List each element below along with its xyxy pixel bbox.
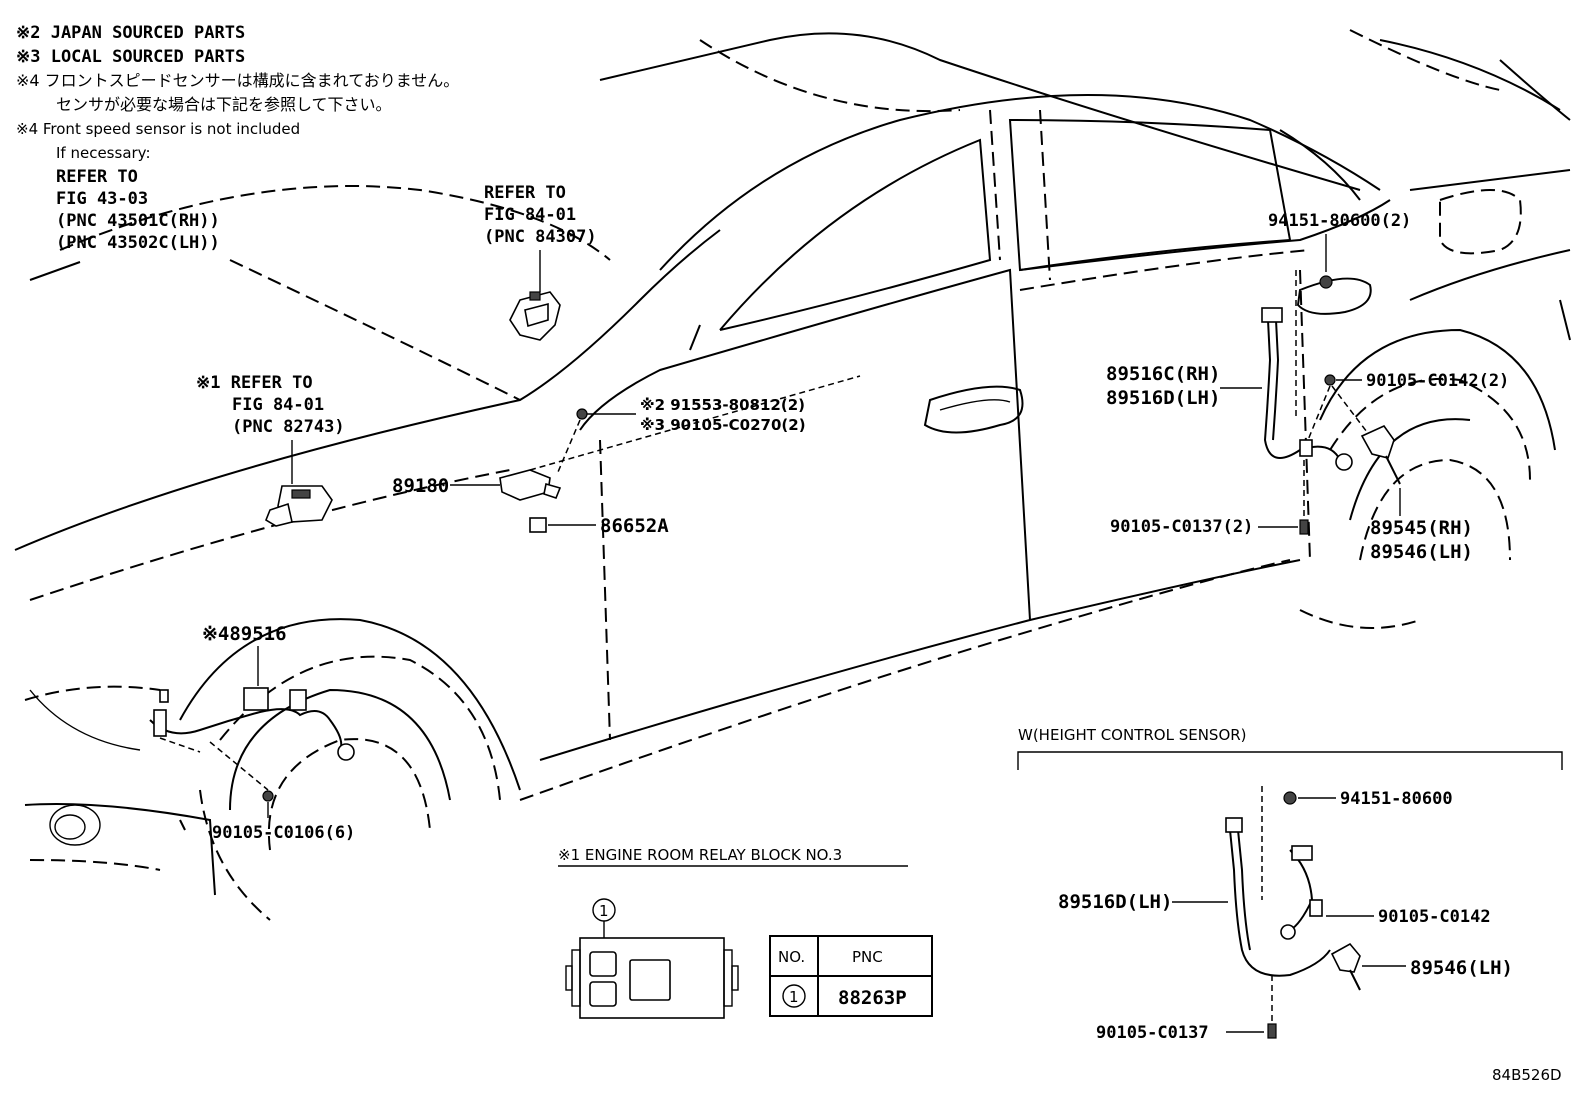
note-speed-sensor-en-2: If necessary:: [56, 144, 151, 162]
bolt-90105-c0142[interactable]: [1324, 374, 1336, 386]
refer-82743-callout: ※1 REFER TO FIG 84-01 (PNC 82743): [196, 373, 345, 527]
label-height-94151: 94151-80600: [1340, 789, 1453, 809]
refer-84307-line1: REFER TO: [484, 183, 566, 203]
bolt-90105-c0106[interactable]: [262, 790, 274, 802]
label-height-89546: 89546(LH): [1410, 957, 1513, 979]
bolt-90105-c0137[interactable]: [1299, 519, 1309, 535]
note-speed-sensor-jp-1: ※4 フロントスピードセンサーは構成に含まれておりません。: [16, 71, 459, 90]
note-refer-to: REFER TO: [56, 167, 138, 187]
height-control-detail: W(HEIGHT CONTROL SENSOR) 94151-80600 895…: [1017, 726, 1563, 1043]
front-sensor-harness[interactable]: [149, 687, 355, 761]
label-90105-c0270: ※3 90105-C0270(2): [640, 416, 806, 434]
height-sensor-harness[interactable]: [1225, 817, 1331, 977]
rear-sensor-group: 94151-80600(2) 90105-C0142(2) 89516C(RH)…: [1106, 211, 1509, 563]
label-90105-c0142-2: 90105-C0142(2): [1366, 371, 1509, 391]
label-90105-c0137-2: 90105-C0137(2): [1110, 517, 1253, 537]
table-row-no: 1: [789, 988, 799, 1006]
part-86652a[interactable]: [529, 517, 547, 533]
label-86652a: 86652A: [600, 515, 669, 537]
label-89545: 89545(RH): [1370, 517, 1473, 539]
note-speed-sensor-jp-2: センサが必要な場合は下記を参照して下さい。: [56, 95, 392, 114]
relay-slot-1[interactable]: [589, 951, 617, 977]
refer-82743-line3: (PNC 82743): [232, 417, 345, 437]
front-sensor-group: ※489516 90105-C0106(6): [149, 623, 355, 843]
part-89180[interactable]: [499, 469, 562, 501]
nut-94151-height[interactable]: [1283, 791, 1297, 805]
label-89516d: 89516D(LH): [1106, 387, 1220, 409]
table-header-no: NO.: [778, 948, 805, 966]
relay-pnc-table: NO. PNC 1 88263P: [769, 935, 933, 1017]
label-89180: 89180: [392, 475, 449, 497]
refer-82743-line1: ※1 REFER TO: [196, 373, 313, 393]
note-refer-fig: FIG 43-03: [56, 189, 148, 209]
height-speed-sensor[interactable]: [1330, 942, 1361, 991]
car-body-outline: [14, 29, 1571, 921]
label-89516: ※489516: [202, 623, 287, 645]
sensor-84307-part[interactable]: [509, 291, 561, 341]
label-90105-c0106: 90105-C0106(6): [212, 823, 355, 843]
height-control-title: W(HEIGHT CONTROL SENSOR): [1018, 726, 1247, 744]
refer-84307-line2: FIG 84-01: [484, 205, 576, 225]
bolt-91553[interactable]: [576, 408, 588, 420]
note-japan-sourced: ※2 JAPAN SOURCED PARTS: [16, 23, 245, 43]
relay-block-title: ※1 ENGINE ROOM RELAY BLOCK NO.3: [558, 846, 842, 864]
label-94151-80600-2: 94151-80600(2): [1268, 211, 1411, 231]
label-89546: 89546(LH): [1370, 541, 1473, 563]
label-height-90105-c0137: 90105-C0137: [1096, 1023, 1209, 1043]
label-height-89516d: 89516D(LH): [1058, 891, 1172, 913]
note-refer-pnc-lh: (PNC 43502C(LH)): [56, 233, 220, 253]
label-height-90105-c0142: 90105-C0142: [1378, 907, 1491, 927]
refer-84307-line3: (PNC 84307): [484, 227, 597, 247]
relay-callout-number: 1: [599, 902, 609, 920]
table-header-pnc: PNC: [852, 948, 883, 966]
note-local-sourced: ※3 LOCAL SOURCED PARTS: [16, 47, 245, 67]
relay-82743-part[interactable]: [265, 485, 333, 527]
relay-block-detail: ※1 ENGINE ROOM RELAY BLOCK NO.3 1 NO. PN…: [558, 846, 933, 1019]
figure-id: 84B526D: [1492, 1066, 1562, 1084]
relay-block-part[interactable]: [565, 937, 739, 1019]
table-row-pnc: 88263P: [838, 987, 907, 1009]
rear-sensor-harness[interactable]: [1261, 307, 1353, 471]
note-speed-sensor-en-1: ※4 Front speed sensor is not included: [16, 120, 300, 138]
notes-block: ※2 JAPAN SOURCED PARTS ※3 LOCAL SOURCED …: [16, 23, 459, 253]
bolt-height-90105-c0137[interactable]: [1267, 1023, 1277, 1039]
nut-94151[interactable]: [1319, 275, 1333, 289]
label-91553-80812: ※2 91553-80812(2): [640, 396, 805, 414]
label-89516c: 89516C(RH): [1106, 363, 1220, 385]
refer-84307-callout: REFER TO FIG 84-01 (PNC 84307): [484, 183, 597, 341]
refer-82743-line2: FIG 84-01: [232, 395, 324, 415]
note-refer-pnc-rh: (PNC 43501C(RH)): [56, 211, 220, 231]
part-89180-group: ※2 91553-80812(2) ※3 90105-C0270(2) 8918…: [392, 375, 861, 537]
rear-speed-sensor[interactable]: [1360, 424, 1401, 485]
